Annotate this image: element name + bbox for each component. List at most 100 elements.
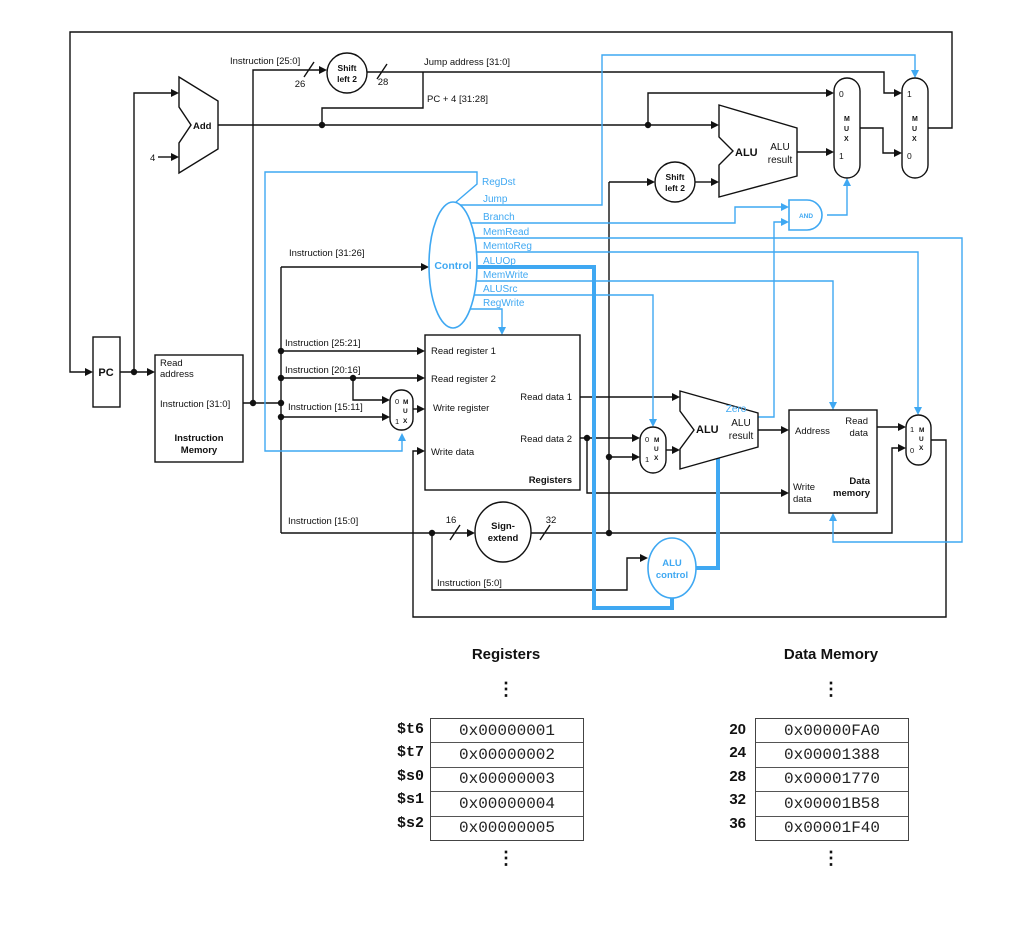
svg-text:M: M	[654, 437, 659, 444]
svg-text:M: M	[912, 116, 918, 123]
memory-address: 36	[729, 814, 746, 832]
adder-operand-4: 4	[150, 153, 155, 164]
memory-table-title: Data Memory	[783, 646, 879, 663]
instr-31-26-label: Instruction [31:26]	[289, 248, 365, 259]
jump-address-label: Jump address [31:0]	[424, 57, 510, 68]
read-register-1: Read register 1	[431, 346, 496, 357]
register-value: 0x00000005	[458, 819, 555, 838]
memory-value: 0x00000FA0	[756, 719, 908, 744]
signal-regdst: RegDst	[482, 177, 516, 188]
register-name: $t7	[396, 744, 424, 762]
alu-zero-label: Zero	[726, 404, 747, 415]
signal-memtoreg: MemtoReg	[483, 241, 532, 252]
instr-20-16-label: Instruction [20:16]	[285, 365, 361, 376]
register-name: $s2	[396, 814, 424, 832]
svg-text:1: 1	[910, 425, 914, 434]
branch-adder-label: ALU	[735, 147, 758, 159]
sign-extend-2: extend	[488, 533, 519, 544]
read-register-2: Read register 2	[431, 374, 496, 385]
svg-text:0: 0	[910, 446, 914, 455]
registers-ellipsis-top: ⋮	[497, 679, 515, 699]
read-data-2: Read data 2	[520, 434, 572, 445]
write-register: Write register	[433, 403, 489, 414]
alu-result-1: ALU	[731, 418, 750, 429]
register-value: 0x00000002	[431, 743, 583, 768]
signal-jump: Jump	[483, 194, 508, 205]
dm-title-1: Data	[849, 476, 870, 487]
sl2m-2: left 2	[665, 183, 685, 193]
control-signal-labels: RegDst Jump Branch MemRead MemtoReg ALUO…	[482, 177, 532, 309]
im-output-label: Instruction [31:0]	[160, 399, 230, 410]
instr-25-21-label: Instruction [25:21]	[285, 338, 361, 349]
svg-text:U: U	[912, 126, 917, 133]
signal-branch: Branch	[483, 212, 515, 223]
dm-write-data-2: data	[793, 494, 812, 505]
sign-extend	[474, 501, 532, 563]
shift-left-2-top	[326, 52, 368, 94]
mux-memtoreg: 1 M U 0 X	[905, 414, 932, 466]
mux-branch: 0 M U X 1	[833, 77, 861, 179]
dm-read-data-1: Read	[845, 416, 868, 427]
instruction-memory-block	[154, 354, 244, 463]
memory-address: 24	[729, 744, 746, 762]
alu-control-2: control	[656, 570, 688, 581]
width-32: 32	[546, 515, 557, 526]
memory-value: 0x00001F40	[783, 819, 880, 838]
control-label: Control	[434, 260, 471, 272]
mux-jump: 1 M U X 0	[901, 77, 929, 179]
memory-value: 0x00001770	[756, 768, 908, 793]
alu-control-unit	[647, 537, 697, 599]
svg-text:1: 1	[839, 151, 844, 161]
register-name: $t6	[396, 721, 424, 738]
register-name: $s1	[396, 791, 424, 809]
svg-text:X: X	[919, 445, 924, 452]
svg-text:X: X	[912, 136, 917, 143]
control-wires	[264, 54, 963, 610]
width-16: 16	[446, 515, 457, 526]
mux-regdst: 0 M U 1 X	[389, 389, 414, 431]
alu-label: ALU	[696, 424, 719, 436]
memory-ellipsis-bottom: ⋮	[822, 848, 840, 868]
svg-text:0: 0	[395, 397, 399, 406]
data-memory-block	[788, 409, 878, 514]
instr-5-0-label: Instruction [5:0]	[437, 578, 502, 589]
dm-write-data-1: Write	[793, 482, 815, 493]
signal-alusrc: ALUSrc	[483, 284, 517, 295]
pc-adder	[178, 75, 219, 175]
pc-plus-4-label: PC + 4 [31:28]	[427, 94, 488, 105]
signal-memread: MemRead	[483, 227, 529, 238]
svg-text:0: 0	[839, 89, 844, 99]
svg-text:U: U	[654, 446, 659, 453]
register-value: 0x00000004	[431, 792, 583, 817]
memory-value: 0x00001B58	[756, 792, 908, 817]
svg-text:M: M	[919, 427, 924, 434]
memory-address: 32	[729, 791, 746, 809]
adder-label: Add	[193, 121, 212, 132]
instr-25-0-label: Instruction [25:0]	[230, 56, 300, 67]
dm-address: Address	[795, 426, 830, 437]
im-title-1: Instruction	[174, 433, 223, 444]
width-28: 28	[378, 77, 389, 88]
pc-block	[92, 336, 121, 408]
registers-table: 0x00000001 0x00000002 0x00000003 0x00000…	[430, 718, 584, 841]
write-data-reg: Write data	[431, 447, 475, 458]
junction-dots	[130, 121, 652, 537]
signal-aluop: ALUOp	[483, 256, 516, 267]
alu-result-2: result	[729, 431, 754, 442]
shift-left-2-mid	[654, 161, 696, 203]
sl2t-1: Shift	[338, 63, 357, 73]
control-unit	[428, 201, 478, 329]
and-gate	[788, 199, 823, 231]
svg-text:1: 1	[907, 89, 912, 99]
branch-adder-result-2: result	[768, 155, 793, 166]
registers-table-title: Registers	[471, 646, 541, 663]
instr-15-11-label: Instruction [15:11]	[288, 402, 363, 413]
signal-memwrite: MemWrite	[483, 270, 529, 281]
read-data-1: Read data 1	[520, 392, 572, 403]
registers-ellipsis-bottom: ⋮	[497, 848, 515, 868]
and-gate-label: AND	[799, 213, 813, 220]
registers-block	[424, 334, 581, 491]
register-name: $s0	[396, 767, 424, 785]
register-value: 0x00000001	[431, 719, 583, 744]
